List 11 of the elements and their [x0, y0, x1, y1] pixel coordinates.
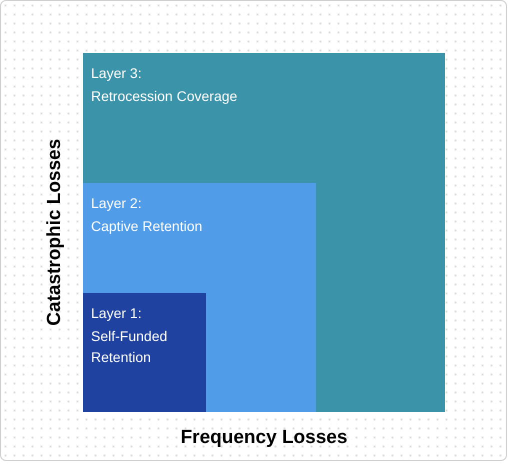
layer-title: Layer 1:: [91, 304, 143, 323]
layer-description: Retrocession Coverage: [91, 87, 238, 106]
axis-label: Frequency Losses: [180, 426, 348, 450]
layer-title: Layer 3:: [91, 64, 143, 83]
layer-block: [83, 183, 316, 412]
axis-label: Catastrophic Losses: [42, 138, 66, 326]
layer-title: Layer 2:: [91, 194, 143, 213]
layer-block: [83, 293, 206, 412]
layer-block: [83, 53, 445, 412]
layer-description: Self-Funded Retention: [91, 327, 168, 367]
layer-description: Captive Retention: [91, 217, 204, 236]
